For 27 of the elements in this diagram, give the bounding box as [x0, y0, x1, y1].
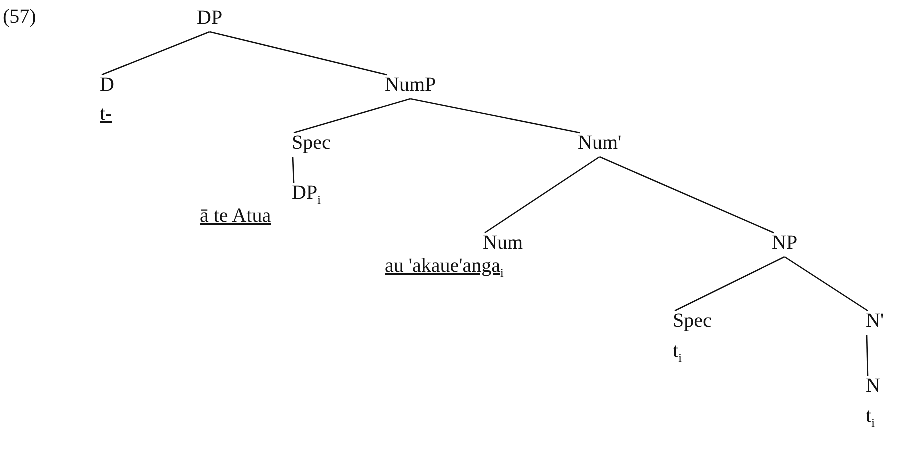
tree-branch — [294, 98, 411, 134]
tree-branch — [484, 156, 600, 234]
tree-branch — [410, 98, 580, 134]
category-label: Spec — [673, 309, 712, 333]
tree-branch — [210, 31, 388, 76]
category-label: DP$_{i}$ — [292, 181, 321, 205]
category-label: N — [866, 374, 880, 398]
example-number: (57) — [3, 6, 36, 29]
tree-branch — [866, 334, 869, 376]
category-label: Num' — [578, 131, 622, 155]
category-label: N' — [866, 309, 884, 333]
category-label: Spec — [292, 131, 331, 155]
category-label: NumP — [385, 73, 436, 97]
word-gloss: t$_{i}$ — [866, 404, 875, 428]
tree-branch — [292, 156, 295, 184]
category-label: Num — [483, 231, 523, 255]
word-gloss: t$_{i}$ — [673, 339, 682, 363]
tree-branch — [674, 256, 786, 312]
word-gloss: ā te Atua — [200, 204, 272, 228]
word-gloss: au 'akaue'anga$_{i}$ — [385, 254, 504, 278]
category-label: NP — [772, 231, 798, 255]
tree-branch — [784, 256, 868, 312]
word-gloss: t- — [100, 102, 112, 126]
tree-branch — [600, 156, 774, 234]
tree-branch — [102, 31, 210, 76]
category-label: DP — [197, 6, 223, 30]
category-label: D — [100, 73, 114, 97]
